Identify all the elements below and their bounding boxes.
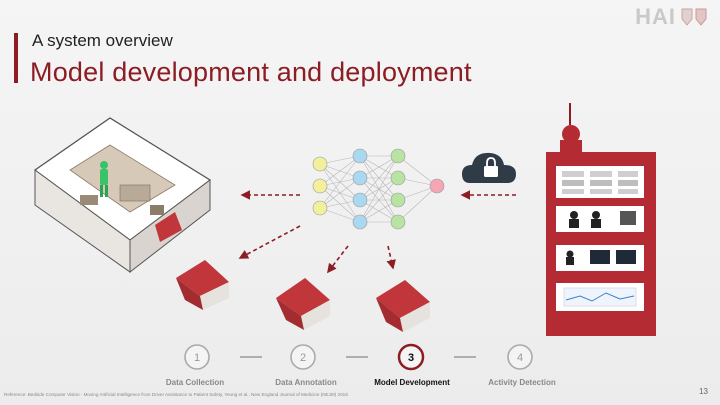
hospital-room-icon bbox=[34, 117, 211, 274]
step-2-number: 2 bbox=[300, 352, 306, 364]
hai-logo: HAI bbox=[635, 4, 710, 29]
page-number: 13 bbox=[699, 387, 708, 396]
step-4-number: 4 bbox=[517, 352, 523, 364]
step-3: 3 bbox=[397, 343, 425, 371]
slide-title: Model development and deployment bbox=[30, 57, 472, 87]
cloud-lock-icon bbox=[462, 152, 516, 183]
step-1-number: 1 bbox=[194, 352, 200, 364]
step-3-number: 3 bbox=[408, 352, 414, 364]
step-2: 2 bbox=[290, 344, 316, 370]
neural-network-icon bbox=[312, 148, 445, 230]
step-4-label: Activity Detection bbox=[488, 378, 556, 387]
reference-citation: Reference: Bedside Computer Vision - Mov… bbox=[4, 392, 348, 397]
house-icon bbox=[276, 278, 330, 330]
step-1: 1 bbox=[184, 344, 210, 370]
house-icon bbox=[376, 280, 430, 332]
house-icon bbox=[176, 260, 229, 310]
step-1-label: Data Collection bbox=[165, 378, 225, 387]
logo-text: HAI bbox=[635, 4, 676, 29]
stanford-shield-icon bbox=[681, 8, 707, 26]
person-figure-icon bbox=[100, 161, 108, 197]
slide-kicker: A system overview bbox=[32, 31, 173, 50]
arrow-icon bbox=[238, 190, 516, 274]
step-3-label: Model Development bbox=[374, 378, 450, 387]
step-2-label: Data Annotation bbox=[275, 378, 337, 387]
step-progress: 1 2 3 4 bbox=[184, 343, 533, 371]
step-4: 4 bbox=[507, 344, 533, 370]
title-accent-bar bbox=[14, 33, 18, 83]
hospital-building-icon bbox=[546, 103, 656, 336]
